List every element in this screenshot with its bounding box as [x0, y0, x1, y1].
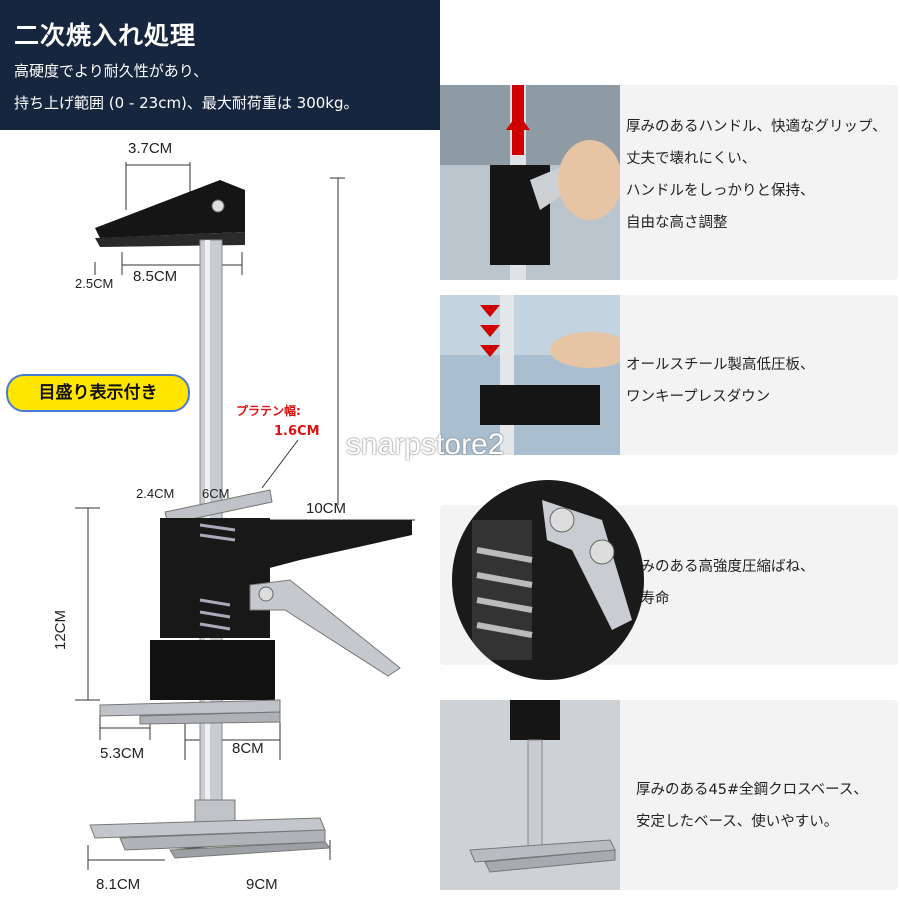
feature-card-handle: 厚みのあるハンドル、快適なグリップ、 丈夫で壊れにくい、 ハンドルをしっかりと保… — [440, 85, 898, 280]
feature-1-line-3: ハンドルをしっかりと保持、 — [626, 183, 815, 199]
header-title: 二次焼入れ処理 — [14, 21, 197, 50]
handle-photo — [440, 85, 620, 280]
dim-foot-a: 5.3CM — [100, 745, 145, 762]
scale-badge: 目盛り表示付き — [6, 374, 190, 412]
dim-top-width: 3.7CM — [128, 140, 173, 157]
spring-photo — [452, 480, 644, 680]
header-banner: 二次焼入れ処理 高硬度でより耐久性があり、 持ち上げ範囲 (0 - 23cm)、… — [0, 0, 440, 130]
dim-base-width: 9CM — [246, 876, 278, 893]
lifter-illustration — [75, 162, 415, 870]
feature-3-line-1: 厚みのある高強度圧縮ばね、 — [626, 559, 815, 575]
dim-arm-length: 10CM — [306, 500, 347, 517]
feature-4-line-1: 厚みのある45#全鋼クロスベース、 — [636, 782, 868, 798]
dim-foot-b: 8CM — [232, 740, 264, 757]
dim-pad-a: 2.4CM — [136, 486, 175, 501]
header-line-2: 持ち上げ範囲 (0 - 23cm)、最大耐荷重は 300kg。 — [14, 94, 359, 112]
feature-card-base: 厚みのある45#全鋼クロスベース、 安定したベース、使いやすい。 — [440, 700, 898, 890]
dim-pad-b: 6CM — [202, 486, 230, 501]
plate-photo — [440, 295, 620, 455]
dim-head-depth: 2.5CM — [75, 276, 114, 291]
feature-card-plate: オールスチール製高低圧板、 ワンキープレスダウン — [440, 295, 898, 455]
feature-4-line-2: 安定したベース、使いやすい。 — [636, 814, 839, 830]
feature-2-line-2: ワンキープレスダウン — [626, 389, 771, 405]
feature-1-line-2: 丈夫で壊れにくい、 — [626, 151, 757, 167]
platen-label: プラテン幅: — [236, 404, 301, 418]
feature-1-line-4: 自由な高さ調整 — [626, 215, 728, 231]
feature-2-line-1: オールスチール製高低圧板、 — [626, 357, 815, 373]
base-photo — [440, 700, 620, 890]
header-line-1: 高硬度でより耐久性があり、 — [14, 62, 209, 80]
feature-3-line-2: 長寿命 — [626, 591, 670, 607]
dim-body-height: 12CM — [52, 609, 69, 650]
platen-value: 1.6CM — [274, 424, 320, 439]
dim-base-depth: 8.1CM — [96, 876, 141, 893]
dim-head-width: 8.5CM — [133, 268, 178, 285]
feature-1-line-1: 厚みのあるハンドル、快適なグリップ、 — [626, 119, 887, 135]
watermark-text: snarpstore2 — [346, 428, 505, 461]
